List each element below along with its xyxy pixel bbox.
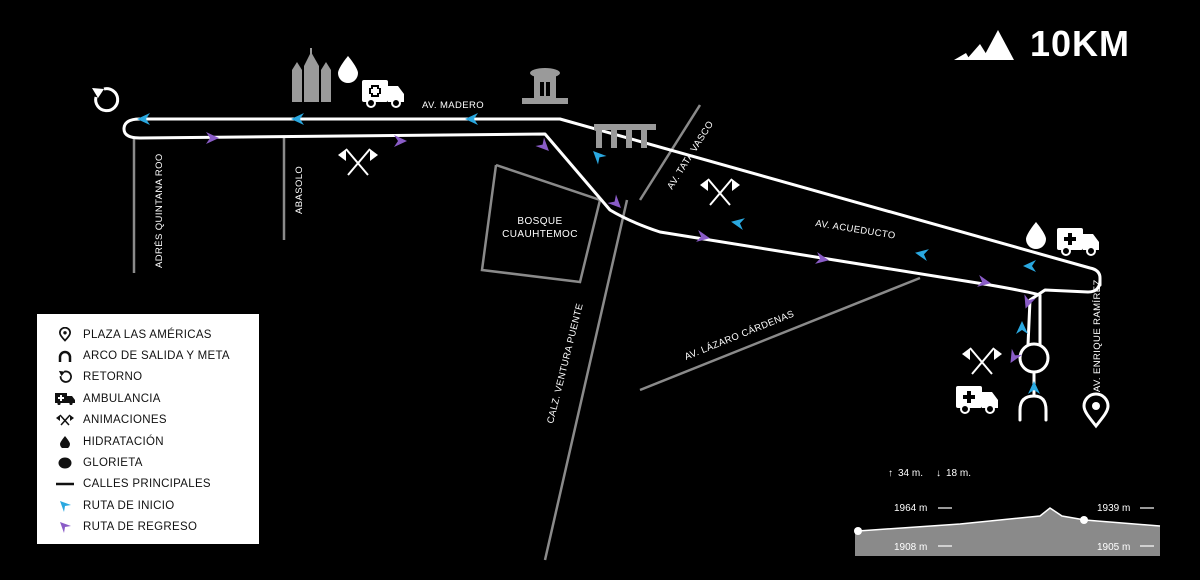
ambulance-icon bbox=[362, 80, 404, 108]
route-start-arrow bbox=[1016, 321, 1028, 334]
legend-item: HIDRATACIÓN bbox=[55, 431, 259, 452]
arch-icon bbox=[55, 348, 75, 364]
route-arrows bbox=[137, 113, 1040, 394]
route-start-arrow bbox=[465, 113, 478, 125]
legend-item: ARCO DE SALIDA Y META bbox=[55, 345, 259, 366]
route-return bbox=[1026, 278, 1102, 347]
brand: 10KM bbox=[952, 23, 1182, 64]
legend-item: PLAZA LAS AMÉRICAS bbox=[55, 324, 259, 345]
legend-label: RUTA DE INICIO bbox=[83, 499, 175, 512]
route-return-arrow bbox=[394, 135, 407, 147]
legend-label: ARCO DE SALIDA Y META bbox=[83, 350, 230, 363]
flags-icon bbox=[700, 178, 740, 206]
elevation-max-left: 1964 m bbox=[894, 503, 927, 514]
elevation-min-left: 1908 m bbox=[894, 542, 927, 553]
flags-icon bbox=[962, 347, 1002, 375]
ambulance-icon bbox=[956, 386, 998, 414]
street-lazaro-cardenas bbox=[639, 276, 921, 392]
route-outbound bbox=[122, 117, 1102, 347]
three-stripes-logo-icon bbox=[954, 30, 1014, 60]
legend-item: RUTA DE INICIO bbox=[55, 495, 259, 516]
label-abasolo: ABASOLO bbox=[294, 166, 305, 214]
label-acueducto: AV. ACUEDUCTO bbox=[815, 218, 897, 242]
elevation-loss: 18 m. bbox=[946, 468, 971, 479]
monument-icon bbox=[522, 68, 568, 104]
elevation-max-right: 1939 m bbox=[1097, 503, 1130, 514]
location-pin-icon bbox=[1082, 392, 1110, 429]
legend-label: CALLES PRINCIPALES bbox=[83, 478, 211, 491]
label-enrique: AV. ENRIQUE RAMÍREZ bbox=[1092, 279, 1103, 392]
legend-item: CALLES PRINCIPALES bbox=[55, 474, 259, 495]
elevation-gain: 34 m. bbox=[898, 468, 923, 479]
legend-item: RUTA DE REGRESO bbox=[55, 517, 259, 538]
street-tata-vasco bbox=[638, 104, 702, 201]
legend-label: RETORNO bbox=[83, 371, 143, 384]
legend-label: AMBULANCIA bbox=[83, 392, 161, 405]
street-ventura-puente bbox=[543, 199, 629, 561]
route-start-fork bbox=[1018, 394, 1048, 422]
flags-icon bbox=[55, 412, 75, 428]
water-drop-icon bbox=[1026, 222, 1046, 249]
legend-label: PLAZA LAS AMÉRICAS bbox=[83, 328, 212, 341]
label-quintana: ADRÉS QUINTANA ROO bbox=[154, 153, 165, 268]
map-icons bbox=[92, 48, 1110, 429]
park-label-line2: CUAUHTEMOC bbox=[502, 229, 578, 240]
legend-item: RETORNO bbox=[55, 367, 259, 388]
return-arrow-icon bbox=[92, 87, 120, 113]
elevation-end-point bbox=[1080, 516, 1088, 524]
ambulance-icon bbox=[55, 391, 75, 407]
route-return-arrow bbox=[1010, 348, 1023, 364]
cyan-arrow-icon bbox=[55, 498, 75, 514]
elevation-min-right: 1905 m bbox=[1097, 542, 1130, 553]
legend-label: ANIMACIONES bbox=[83, 414, 167, 427]
label-madero: AV. MADERO bbox=[422, 100, 484, 111]
aqueduct-icon bbox=[594, 124, 656, 148]
park-label-line1: BOSQUE bbox=[517, 216, 562, 227]
roundabout-dot-icon bbox=[55, 455, 75, 471]
cathedral-icon bbox=[292, 48, 331, 102]
route-start-arrow bbox=[291, 113, 304, 125]
streets bbox=[132, 104, 921, 561]
legend-label: HIDRATACIÓN bbox=[83, 435, 164, 448]
route-return-arrow bbox=[607, 194, 621, 208]
elevation-gain-arrow: ↑ bbox=[888, 468, 893, 479]
elevation-start-point bbox=[854, 527, 862, 535]
roundabout bbox=[1018, 342, 1050, 374]
route-return-arrow bbox=[535, 137, 549, 151]
legend-item: GLORIETA bbox=[55, 452, 259, 473]
route-start-arrow bbox=[593, 151, 607, 165]
legend-label: GLORIETA bbox=[83, 457, 143, 470]
purple-arrow-icon bbox=[55, 519, 75, 535]
legend-item: AMBULANCIA bbox=[55, 388, 259, 409]
route-return-arrow bbox=[206, 132, 219, 144]
elevation-loss-arrow: ↓ bbox=[936, 468, 941, 479]
route-return-arrow bbox=[696, 230, 710, 242]
brand-title: 10KM bbox=[1030, 23, 1131, 64]
route-start-arrow bbox=[731, 218, 745, 230]
route-start-arrow bbox=[1023, 260, 1036, 272]
route-return-arrow bbox=[1024, 294, 1036, 309]
water-drop-icon bbox=[338, 56, 358, 83]
race-route bbox=[122, 117, 1102, 422]
route-return-arrow bbox=[815, 252, 829, 264]
flags-icon bbox=[338, 148, 378, 176]
route-start-arrow bbox=[1028, 381, 1040, 394]
route-return-arrow bbox=[977, 275, 991, 287]
bosque-park-outline bbox=[480, 163, 602, 284]
legend-label: RUTA DE REGRESO bbox=[83, 521, 198, 534]
ambulance-icon bbox=[1057, 228, 1099, 256]
street-labels: AV. MADERO AV. ACUEDUCTO AV. TATA VASCO … bbox=[154, 100, 1103, 425]
water-drop-icon bbox=[55, 434, 75, 450]
location-pin-icon bbox=[55, 327, 75, 343]
return-arrow-icon bbox=[55, 369, 75, 385]
elevation-profile: ↑ 34 m. ↓ 18 m. 1964 m 1939 m 1908 m 190… bbox=[854, 468, 1161, 556]
line-icon bbox=[55, 476, 75, 492]
legend-item: ANIMACIONES bbox=[55, 410, 259, 431]
route-start-arrow bbox=[915, 249, 929, 261]
route-start-arrow bbox=[137, 113, 150, 125]
map-legend: PLAZA LAS AMÉRICAS ARCO DE SALIDA Y META… bbox=[37, 314, 259, 544]
